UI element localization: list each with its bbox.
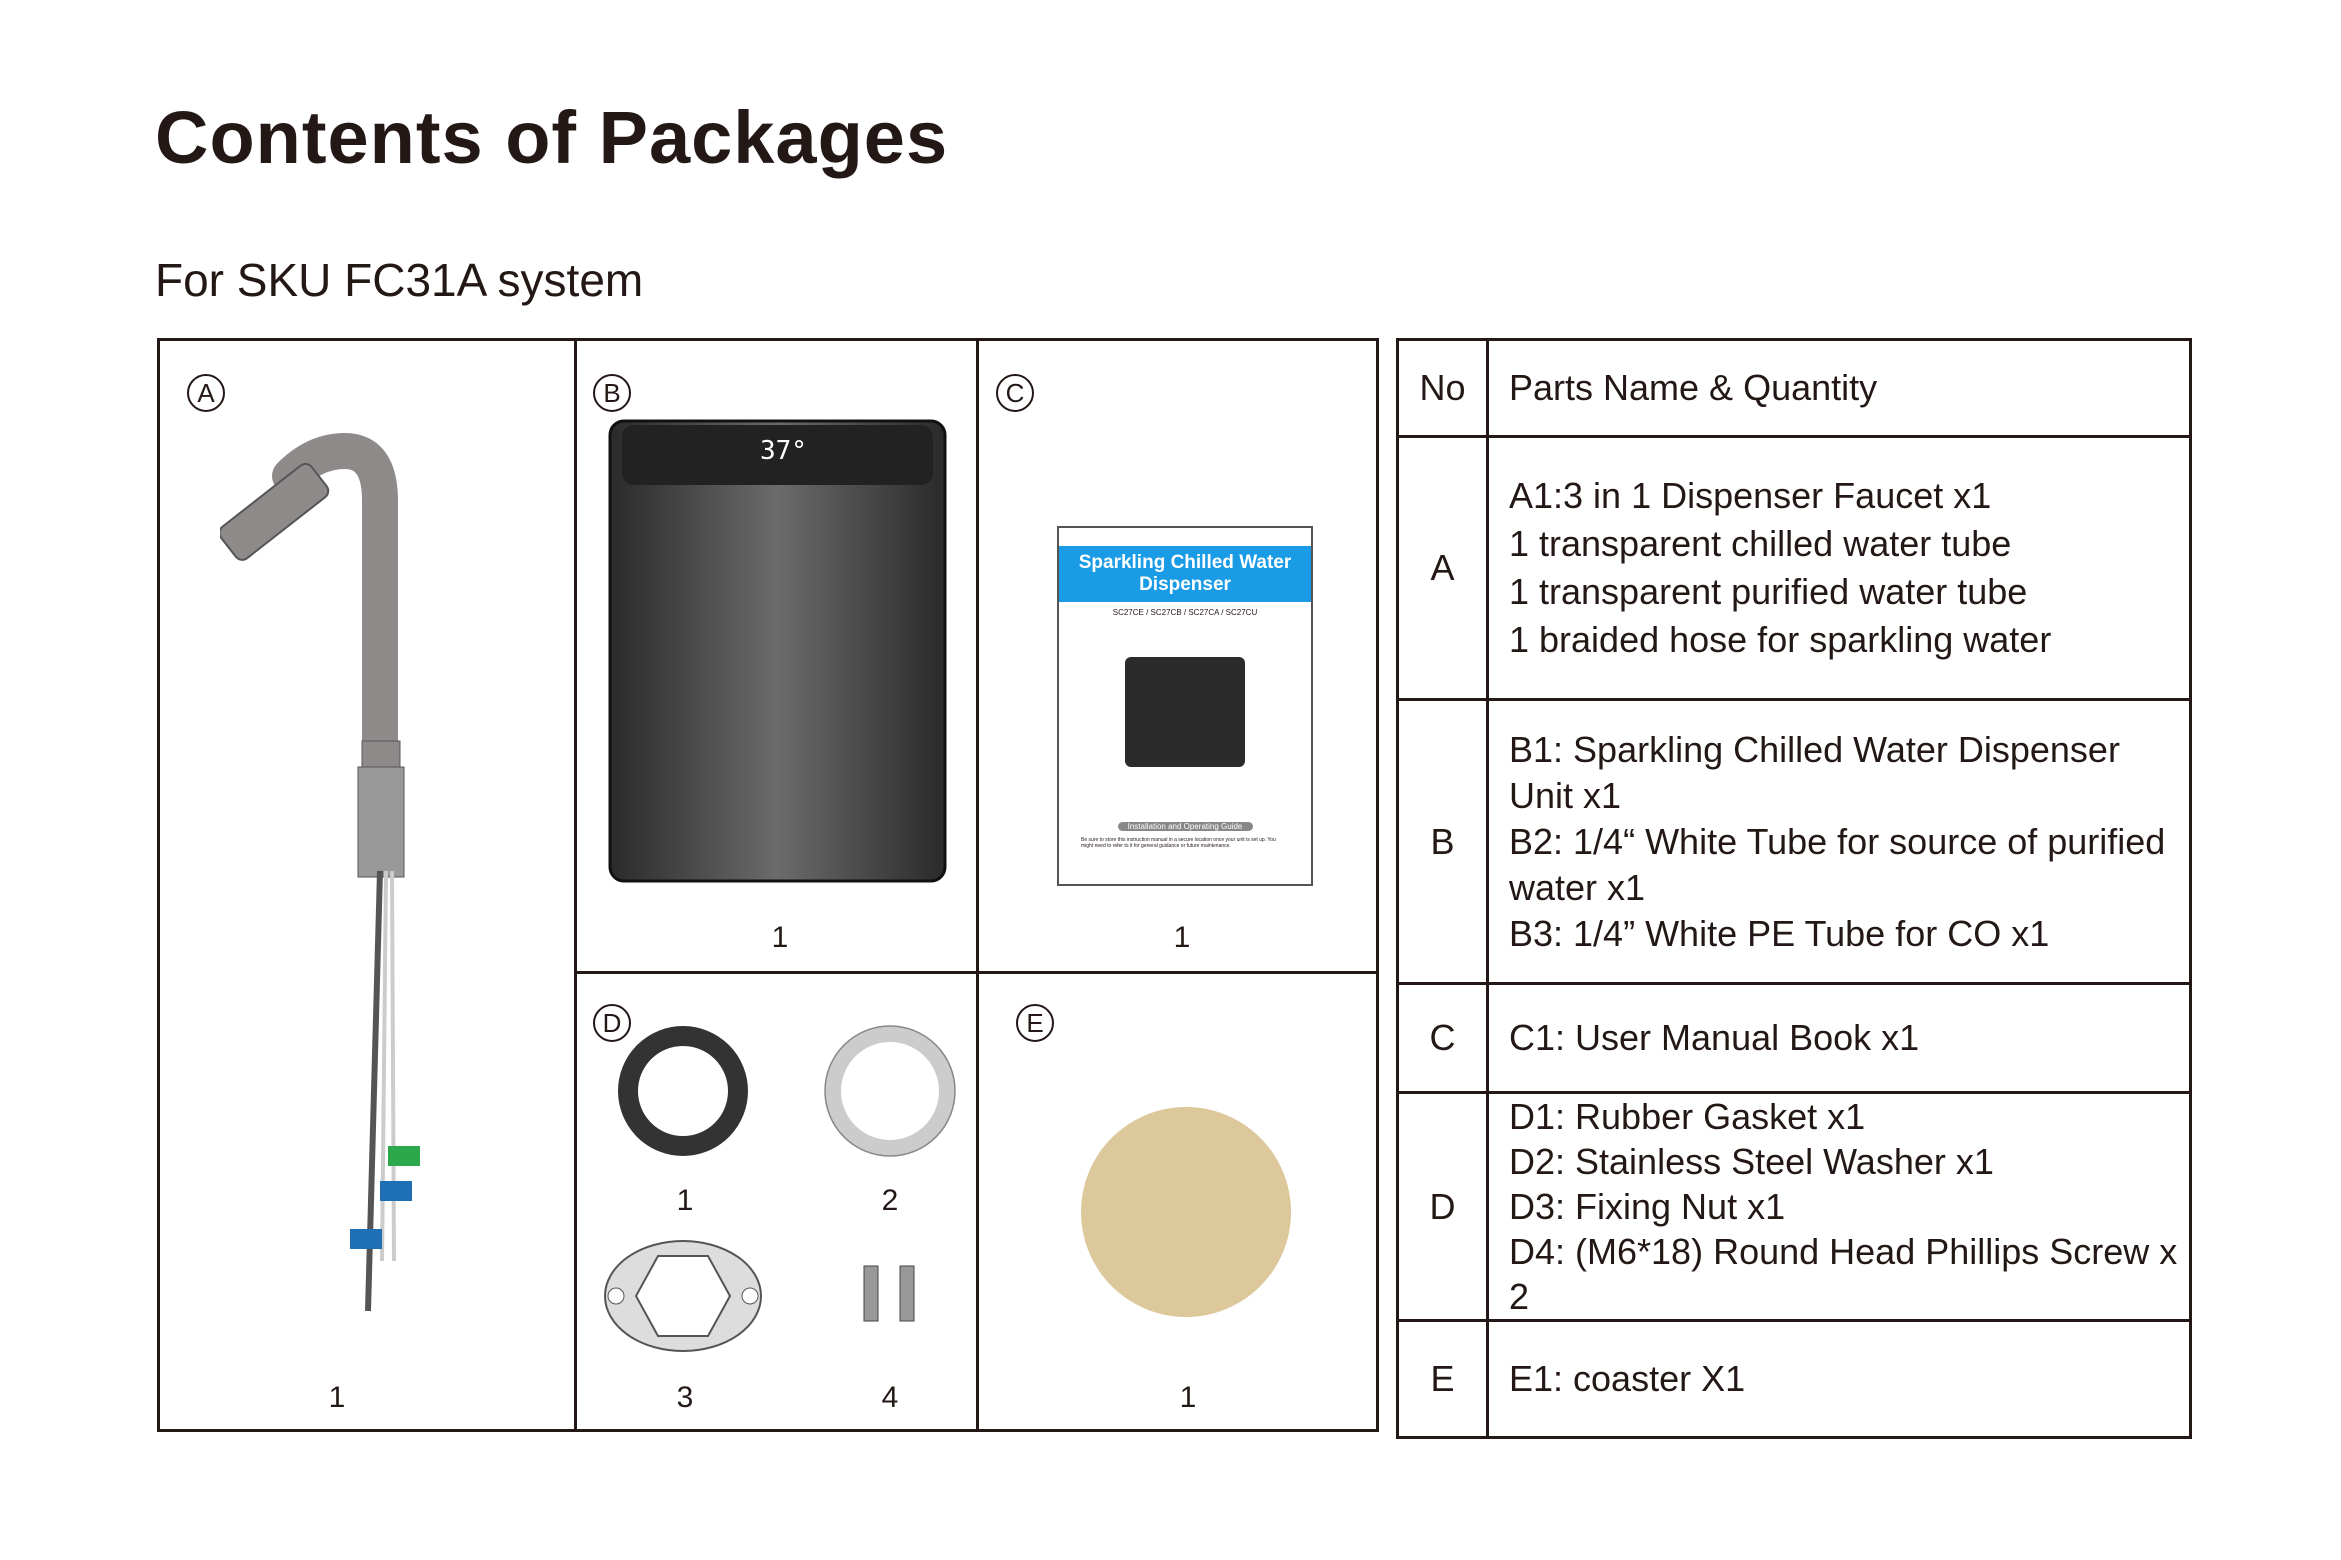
part-line: B3: 1/4” White PE Tube for CO x1 [1509, 912, 2050, 954]
part-line: B2: 1/4“ White Tube for source of purifi… [1509, 820, 2166, 908]
dispenser-display: 37° [760, 436, 807, 466]
table-row: C C1: User Manual Book x1 [1396, 982, 2192, 1094]
hardware-illustration [604, 1025, 956, 1352]
page-title: Contents of Packages [155, 96, 949, 179]
part-line: 1 transparent chilled water tube [1509, 523, 2012, 564]
row-no: A [1396, 435, 1489, 701]
part-line: D3: Fixing Nut x1 [1509, 1186, 1786, 1227]
user-manual-illustration: Sparkling Chilled Water Dispenser SC27CE… [1057, 526, 1313, 886]
part-line: 1 transparent purified water tube [1509, 571, 2028, 612]
panel-label-e: E [1016, 1004, 1054, 1042]
row-no: C [1396, 982, 1489, 1094]
divider [574, 971, 1379, 974]
part-d1-number: 1 [676, 1184, 694, 1217]
divider [976, 341, 979, 1429]
dispenser-unit-illustration [608, 419, 947, 883]
header-parts: Parts Name & Quantity [1486, 338, 2192, 438]
panel-a-qty: 1 [328, 1381, 346, 1414]
table-row: E E1: coaster X1 [1396, 1319, 2192, 1439]
package-contents-grid: A 1 B 37° 1 C Sparkling Chilled Water Di… [157, 338, 1379, 1432]
panel-label-b: B [593, 374, 631, 412]
manual-guide-label: Installation and Operating Guide [1117, 822, 1253, 831]
part-line: D1: Rubber Gasket x1 [1509, 1096, 1866, 1137]
coaster-illustration [1081, 1107, 1291, 1317]
part-line: E1: coaster X1 [1509, 1358, 1746, 1399]
manual-note-2: need to refer to it for general guidance… [1094, 843, 1231, 849]
header-no: No [1396, 338, 1489, 438]
panel-label-d: D [593, 1004, 631, 1042]
part-line: B1: Sparkling Chilled Water Dispenser Un… [1509, 728, 2120, 816]
panel-label-a: A [187, 374, 225, 412]
row-no: B [1396, 698, 1489, 985]
sku-subtitle: For SKU FC31A system [155, 254, 644, 306]
panel-e-qty: 1 [1179, 1381, 1197, 1414]
part-d4-number: 4 [881, 1381, 899, 1414]
part-line: C1: User Manual Book x1 [1509, 1017, 1920, 1058]
manual-models: SC27CE / SC27CB / SC27CA / SC27CU [1112, 608, 1258, 617]
part-line: A1:3 in 1 Dispenser Faucet x1 [1509, 475, 1992, 516]
table-row: A A1:3 in 1 Dispenser Faucet x1 1 transpa… [1396, 435, 2192, 701]
panel-label-c: C [996, 374, 1034, 412]
divider [574, 341, 577, 1429]
manual-title: Sparkling Chilled Water [1078, 552, 1292, 573]
row-no: E [1396, 1319, 1489, 1439]
manual-note: Be sure to store this instruction manual… [1081, 837, 1276, 849]
part-line: D2: Stainless Steel Washer x1 [1509, 1141, 1994, 1182]
part-line: 1 braided hose for sparkling water [1509, 619, 2052, 660]
table-row: B B1: Sparkling Chilled Water Dispenser … [1396, 698, 2192, 985]
faucet-illustration [220, 432, 420, 1312]
row-no: D [1396, 1091, 1489, 1322]
part-line: D4: (M6*18) Round Head Phillips Screw x … [1509, 1231, 2178, 1317]
manual-title-2: Dispenser [1139, 574, 1231, 595]
part-d2-number: 2 [881, 1184, 899, 1217]
panel-b-qty: 1 [771, 921, 789, 954]
panel-c-qty: 1 [1173, 921, 1191, 954]
table-header-row: No Parts Name & Quantity [1396, 338, 2192, 438]
part-d3-number: 3 [676, 1381, 694, 1414]
parts-table: No Parts Name & Quantity A A1:3 in 1 Dis… [1396, 338, 2192, 1439]
